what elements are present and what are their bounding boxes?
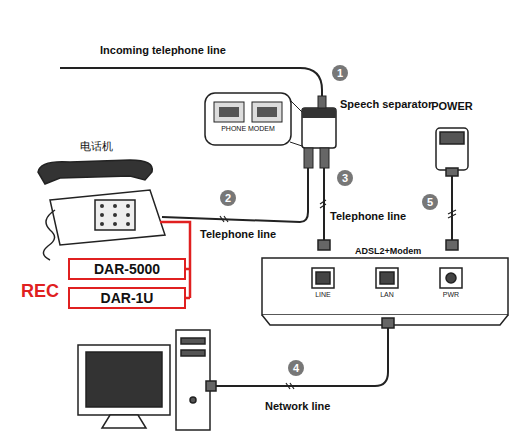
device-label: 电话机	[80, 140, 113, 152]
port-label: PWR	[443, 291, 459, 298]
computer	[78, 330, 216, 430]
device-heading: ADSL2+Modem	[355, 246, 421, 256]
speech-separator	[290, 96, 336, 168]
recorder-box: DAR-1U	[68, 287, 186, 309]
callout-number: 2	[220, 192, 236, 204]
line-label: Network line	[265, 400, 330, 412]
port-label: LINE	[315, 291, 331, 298]
callout-number: 4	[288, 362, 304, 374]
line-label: Incoming telephone line	[100, 44, 226, 56]
modem	[262, 240, 508, 328]
line-label: Telephone line	[200, 228, 276, 240]
separator-inset	[205, 93, 291, 145]
rec-label: REC	[21, 282, 59, 302]
callout-number: 1	[332, 67, 348, 79]
recorder-name: DAR-5000	[94, 261, 160, 277]
network-cable	[214, 328, 388, 386]
modem-box: ADSL2+ModemLINELANPWR	[262, 258, 508, 315]
power-adapter	[436, 128, 468, 176]
device-label: POWER	[431, 100, 473, 112]
device-label: Speech separator	[340, 98, 432, 110]
recorder-name: DAR-1U	[101, 290, 154, 306]
port-caption: PHONE MODEM	[221, 125, 275, 133]
power-cable	[451, 175, 453, 245]
telephone	[38, 160, 165, 260]
port-label: LAN	[380, 291, 394, 298]
line-label: Telephone line	[330, 210, 406, 222]
callout-number: 5	[422, 196, 438, 208]
callout-number: 3	[337, 172, 353, 184]
phone-cable	[162, 168, 308, 222]
callout-circles	[220, 65, 438, 376]
recorder-box: DAR-5000	[68, 258, 186, 280]
